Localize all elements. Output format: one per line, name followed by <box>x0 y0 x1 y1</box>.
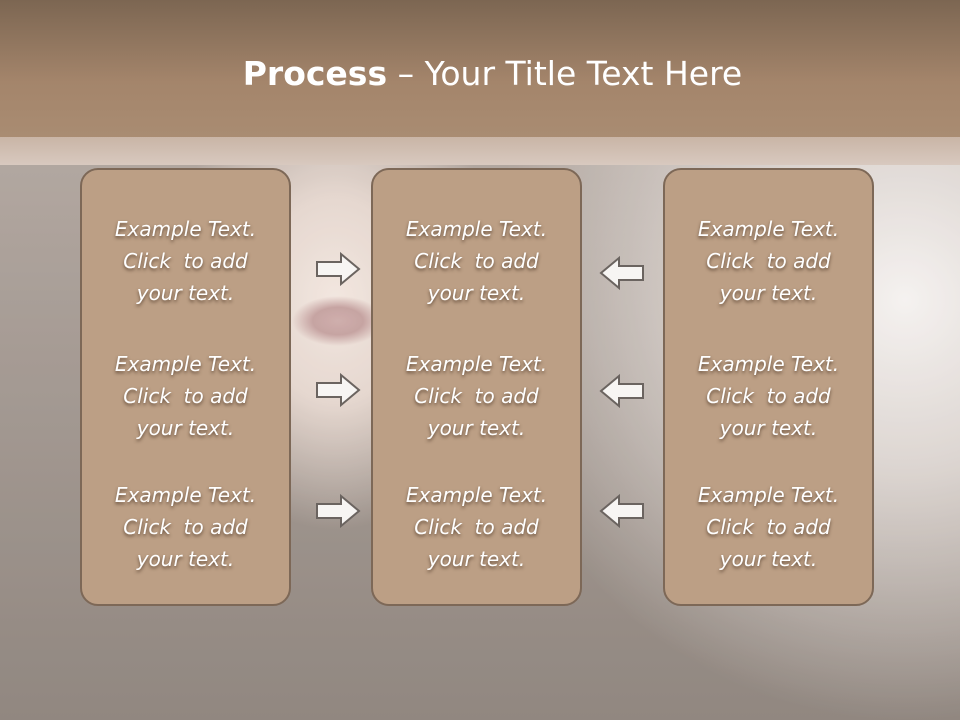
text-line: Example Text. <box>114 352 257 376</box>
background-lips <box>292 296 384 346</box>
text-line: Example Text. <box>697 217 840 241</box>
text-line: Example Text. <box>405 352 548 376</box>
text-line: Example Text. <box>697 483 840 507</box>
text-line: Example Text. <box>405 483 548 507</box>
text-line: your text. <box>136 547 235 571</box>
text-placeholder[interactable]: Example Text. Click to add your text. <box>82 348 289 444</box>
text-placeholder[interactable]: Example Text. Click to add your text. <box>665 348 872 444</box>
text-line: Example Text. <box>697 352 840 376</box>
text-placeholder[interactable]: Example Text. Click to add your text. <box>373 213 580 309</box>
text-line: your text. <box>136 416 235 440</box>
process-box-center[interactable]: Example Text. Click to add your text. Ex… <box>371 168 582 606</box>
text-placeholder[interactable]: Example Text. Click to add your text. <box>82 479 289 575</box>
text-placeholder[interactable]: Example Text. Click to add your text. <box>373 348 580 444</box>
text-placeholder[interactable]: Example Text. Click to add your text. <box>665 213 872 309</box>
title-bar <box>0 0 960 137</box>
arrow-right-icon[interactable] <box>315 251 361 287</box>
title-bold-word: Process <box>242 54 388 93</box>
text-placeholder[interactable]: Example Text. Click to add your text. <box>373 479 580 575</box>
process-box-right[interactable]: Example Text. Click to add your text. Ex… <box>663 168 874 606</box>
text-line: Click to add <box>123 249 248 273</box>
title-accent-strip <box>0 137 960 165</box>
arrow-left-icon[interactable] <box>599 373 645 409</box>
title-dash: – <box>397 54 415 93</box>
text-line: your text. <box>427 547 526 571</box>
text-line: Example Text. <box>405 217 548 241</box>
arrow-right-icon[interactable] <box>315 493 361 529</box>
text-line: Click to add <box>414 515 539 539</box>
text-line: Click to add <box>414 384 539 408</box>
text-line: Click to add <box>123 515 248 539</box>
arrow-right-icon[interactable] <box>315 372 361 408</box>
text-placeholder[interactable]: Example Text. Click to add your text. <box>665 479 872 575</box>
text-line: your text. <box>719 416 818 440</box>
text-line: your text. <box>136 281 235 305</box>
text-line: your text. <box>427 281 526 305</box>
process-box-left[interactable]: Example Text. Click to add your text. Ex… <box>80 168 291 606</box>
text-line: your text. <box>719 281 818 305</box>
text-line: Example Text. <box>114 483 257 507</box>
text-line: Click to add <box>414 249 539 273</box>
text-line: Click to add <box>706 384 831 408</box>
text-line: Click to add <box>706 249 831 273</box>
text-line: your text. <box>427 416 526 440</box>
title-text: Your Title Text Here <box>424 54 743 93</box>
text-line: Click to add <box>123 384 248 408</box>
text-line: your text. <box>719 547 818 571</box>
arrow-left-icon[interactable] <box>599 255 645 291</box>
slide-title[interactable]: Process – Your Title Text Here <box>0 54 960 94</box>
text-line: Example Text. <box>114 217 257 241</box>
text-placeholder[interactable]: Example Text. Click to add your text. <box>82 213 289 309</box>
arrow-left-icon[interactable] <box>599 493 645 529</box>
text-line: Click to add <box>706 515 831 539</box>
